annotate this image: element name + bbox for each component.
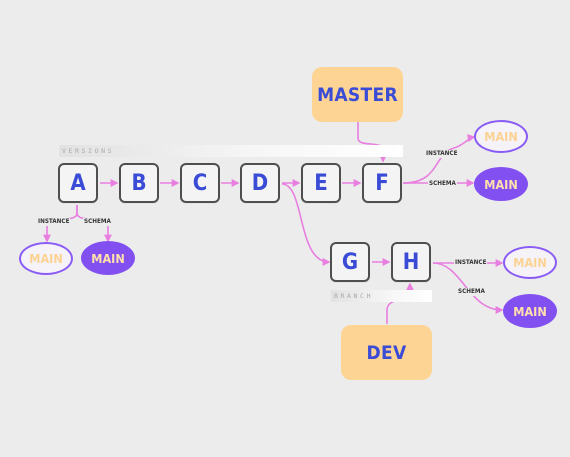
- branch-master[interactable]: MASTER: [312, 67, 403, 122]
- output-f-schema[interactable]: MAIN: [474, 167, 528, 201]
- commit-node-c[interactable]: C: [180, 163, 220, 203]
- edge-f-instance: [402, 134, 476, 184]
- commit-node-g[interactable]: G: [330, 242, 370, 282]
- edge-label-f-instance: INSTANCE: [425, 150, 459, 158]
- commit-node-h[interactable]: H: [391, 242, 431, 282]
- edge-label-h-instance: INSTANCE: [454, 259, 488, 267]
- commit-node-a[interactable]: A: [58, 163, 98, 203]
- output-h-instance[interactable]: MAIN: [503, 246, 557, 279]
- output-h-schema[interactable]: MAIN: [503, 294, 557, 328]
- edge-d-g: [281, 183, 331, 266]
- edge-label-h-schema: SCHEMA: [457, 288, 486, 296]
- commit-node-f[interactable]: F: [362, 163, 402, 203]
- edge-label-a-schema: SCHEMA: [83, 218, 112, 226]
- versions-band: [59, 145, 403, 157]
- versions-label: VERSIONS: [62, 147, 115, 155]
- edge-label-f-schema: SCHEMA: [428, 180, 457, 188]
- output-a-instance[interactable]: MAIN: [19, 242, 73, 275]
- edge-label-a-instance: INSTANCE: [37, 218, 71, 226]
- output-a-schema[interactable]: MAIN: [81, 241, 135, 275]
- branch-band: [331, 290, 432, 302]
- output-f-instance[interactable]: MAIN: [474, 120, 528, 153]
- commit-node-d[interactable]: D: [240, 163, 280, 203]
- commit-node-e[interactable]: E: [301, 163, 341, 203]
- branch-label: BRANCH: [334, 292, 374, 300]
- branch-dev[interactable]: DEV: [341, 325, 432, 380]
- commit-node-b[interactable]: B: [119, 163, 159, 203]
- edge-h-schema: [432, 262, 504, 314]
